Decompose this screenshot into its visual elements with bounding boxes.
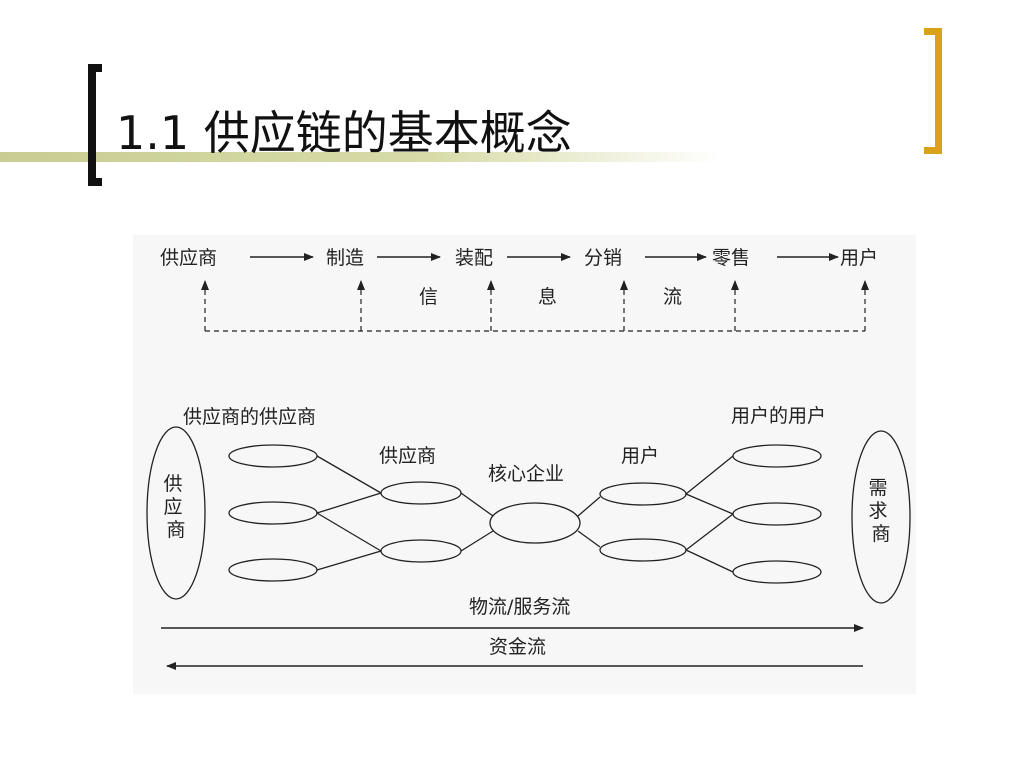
label-core-enterprise: 核心企业 [488,463,564,485]
vertical-char: 应 [163,496,182,518]
label-demand-group-vertical: 需 求 商 [868,477,893,545]
network-link [460,492,494,517]
network-link [316,492,382,514]
supplier-node [380,481,462,505]
network-link [316,512,382,552]
tier2-supplier-node [228,501,318,525]
network-link [685,549,734,573]
network-link [685,493,734,515]
label-funds-flow: 资金流 [489,636,546,658]
tier2-supplier-node [228,444,318,468]
info-feedback-loop [201,280,869,332]
label-customer-of-customer: 用户的用户 [731,405,826,427]
stage-manufacturing: 制造 [326,247,364,269]
vertical-char: 需 [868,477,887,499]
demand-group-ellipse [851,430,911,604]
network-link [460,530,494,552]
stage-distribution: 分销 [584,247,622,269]
label-material-flow: 物流/服务流 [469,596,570,618]
network-link [316,550,382,571]
customer-node [599,482,687,506]
network-link [685,513,734,551]
label-supplier-of-supplier: 供应商的供应商 [183,406,316,428]
tier2-supplier-node [228,558,318,582]
core-enterprise-node [489,502,581,544]
info-flow-char-2: 息 [538,286,557,308]
right-bracket-decoration [924,28,942,154]
left-bracket-decoration [88,64,102,186]
vertical-char: 商 [166,519,185,541]
tier2-customer-node [732,560,822,584]
tier2-customer-node [732,502,822,526]
stage-retail: 零售 [712,247,750,269]
supply-chain-diagram: 供应商 制造 装配 分销 零售 用户 信 息 流 [133,235,916,694]
network-link [685,455,734,495]
info-flow-char-3: 流 [663,286,682,308]
supplier-node [380,539,462,563]
slide-title: 1.1 供应链的基本概念 [116,106,572,160]
stage-customer: 用户 [840,247,878,269]
label-supplier-group-vertical: 供 应 商 [163,473,188,541]
network-link [577,496,601,517]
label-supplier: 供应商 [379,445,436,467]
network-link [577,530,601,548]
info-flow-char-1: 信 [419,286,438,308]
stage-assembly: 装配 [455,247,493,269]
vertical-char: 商 [871,523,890,545]
info-flow-chain: 供应商 制造 装配 分销 零售 用户 [160,247,878,269]
label-customer: 用户 [621,445,659,467]
supplier-group-ellipse [146,426,206,600]
network-link [316,455,382,494]
vertical-char: 供 [163,473,182,495]
supply-network [146,426,911,604]
customer-node [599,538,687,562]
tier2-customer-node [732,444,822,468]
vertical-char: 求 [868,500,887,522]
stage-supplier: 供应商 [160,247,217,269]
title-underline-band [0,152,720,162]
